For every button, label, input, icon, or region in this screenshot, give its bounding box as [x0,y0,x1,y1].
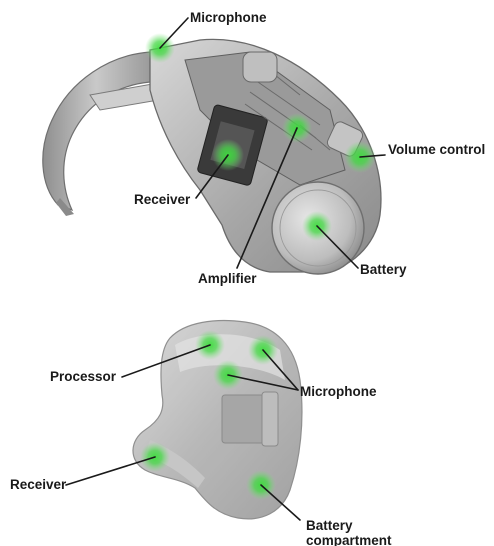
label-battery-compartment-line2: compartment [306,533,392,546]
label-battery-top: Battery [360,262,407,277]
label-receiver-top: Receiver [134,192,191,207]
label-amplifier: Amplifier [198,271,257,286]
ear-hook [43,52,150,210]
label-microphone-top: Microphone [190,10,267,25]
label-battery-compartment-line1: Battery [306,518,353,533]
ite-hearing-aid-illustration [133,321,302,519]
label-microphone-bottom: Microphone [300,384,377,399]
label-volume-control: Volume control [388,142,485,157]
bte-hearing-aid-illustration [43,33,381,274]
label-processor: Processor [50,369,117,384]
label-receiver-bottom: Receiver [10,477,67,492]
